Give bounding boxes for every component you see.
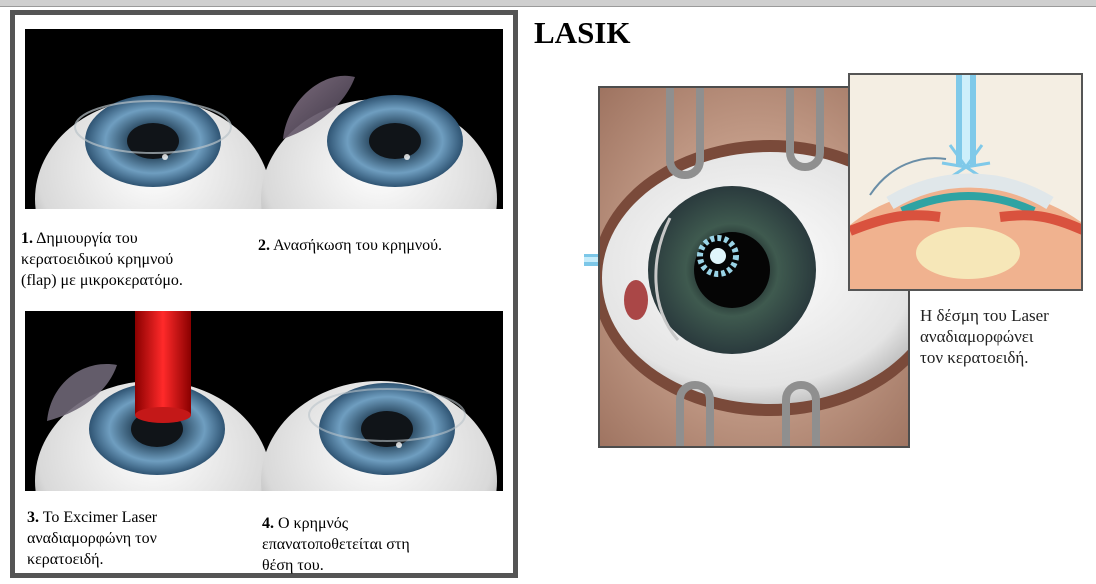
step-3-caption: 3. Το Excimer Laser αναδιαμορφώνη τον κε… bbox=[27, 507, 247, 570]
cornea-cross-section-image bbox=[848, 73, 1083, 291]
top-rule-line bbox=[0, 6, 1096, 7]
page-title: LASIK bbox=[534, 15, 630, 51]
step-4-caption: 4. Ο κρημνός επανατοποθετείται στη θέση … bbox=[262, 513, 512, 576]
laser-caption: Η δέσμη του Laser αναδιαμορφώνει τον κερ… bbox=[920, 305, 1090, 368]
steps-panel: 1. Δημιουργία του κερατοειδικού κρημνού … bbox=[10, 10, 518, 578]
eye-illustrations-1-2 bbox=[25, 29, 503, 209]
lens bbox=[916, 227, 1020, 279]
eye-illustrations-3-4 bbox=[25, 311, 503, 491]
step-1-caption: 1. Δημιουργία του κερατοειδικού κρημνού … bbox=[21, 228, 251, 291]
steps-top-image bbox=[25, 29, 503, 209]
steps-bottom-image bbox=[25, 311, 503, 491]
excimer-laser-beam bbox=[135, 311, 191, 415]
cornea-cross-section bbox=[850, 75, 1083, 291]
step-2-caption: 2. Ανασήκωση του κρημνού. bbox=[258, 235, 518, 256]
